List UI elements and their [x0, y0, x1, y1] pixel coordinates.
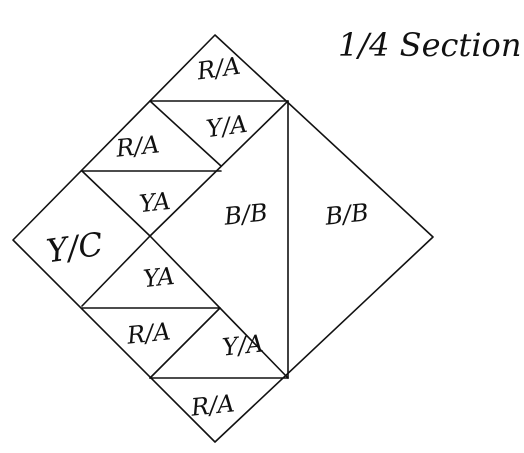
label-bottom-ya: Y/A [221, 329, 265, 361]
label-lower-ya: YA [142, 262, 176, 293]
label-center-bb: B/B [222, 198, 269, 230]
seam-top-diagonal [149, 100, 222, 167]
seam-left-to-center [149, 100, 289, 237]
label-bottom-ra: R/A [189, 389, 236, 421]
label-upper-ra: R/A [114, 130, 161, 162]
label-upper-ya: YA [138, 187, 172, 218]
seam-center-to-bottom [149, 235, 289, 379]
outer-diamond [12, 34, 434, 443]
seam-upper-diagonal [81, 170, 151, 237]
label-right-bb: B/B [323, 198, 370, 230]
label-top-ra: R/A [194, 52, 242, 86]
page-title: 1/4 Section [338, 26, 521, 64]
label-left-yc: Y/C [44, 225, 105, 270]
label-top-ya: Y/A [204, 110, 249, 143]
seam-yc-lower [81, 235, 151, 307]
seam-lower-diagonal [149, 307, 221, 379]
label-lower-ra: R/A [125, 317, 172, 349]
